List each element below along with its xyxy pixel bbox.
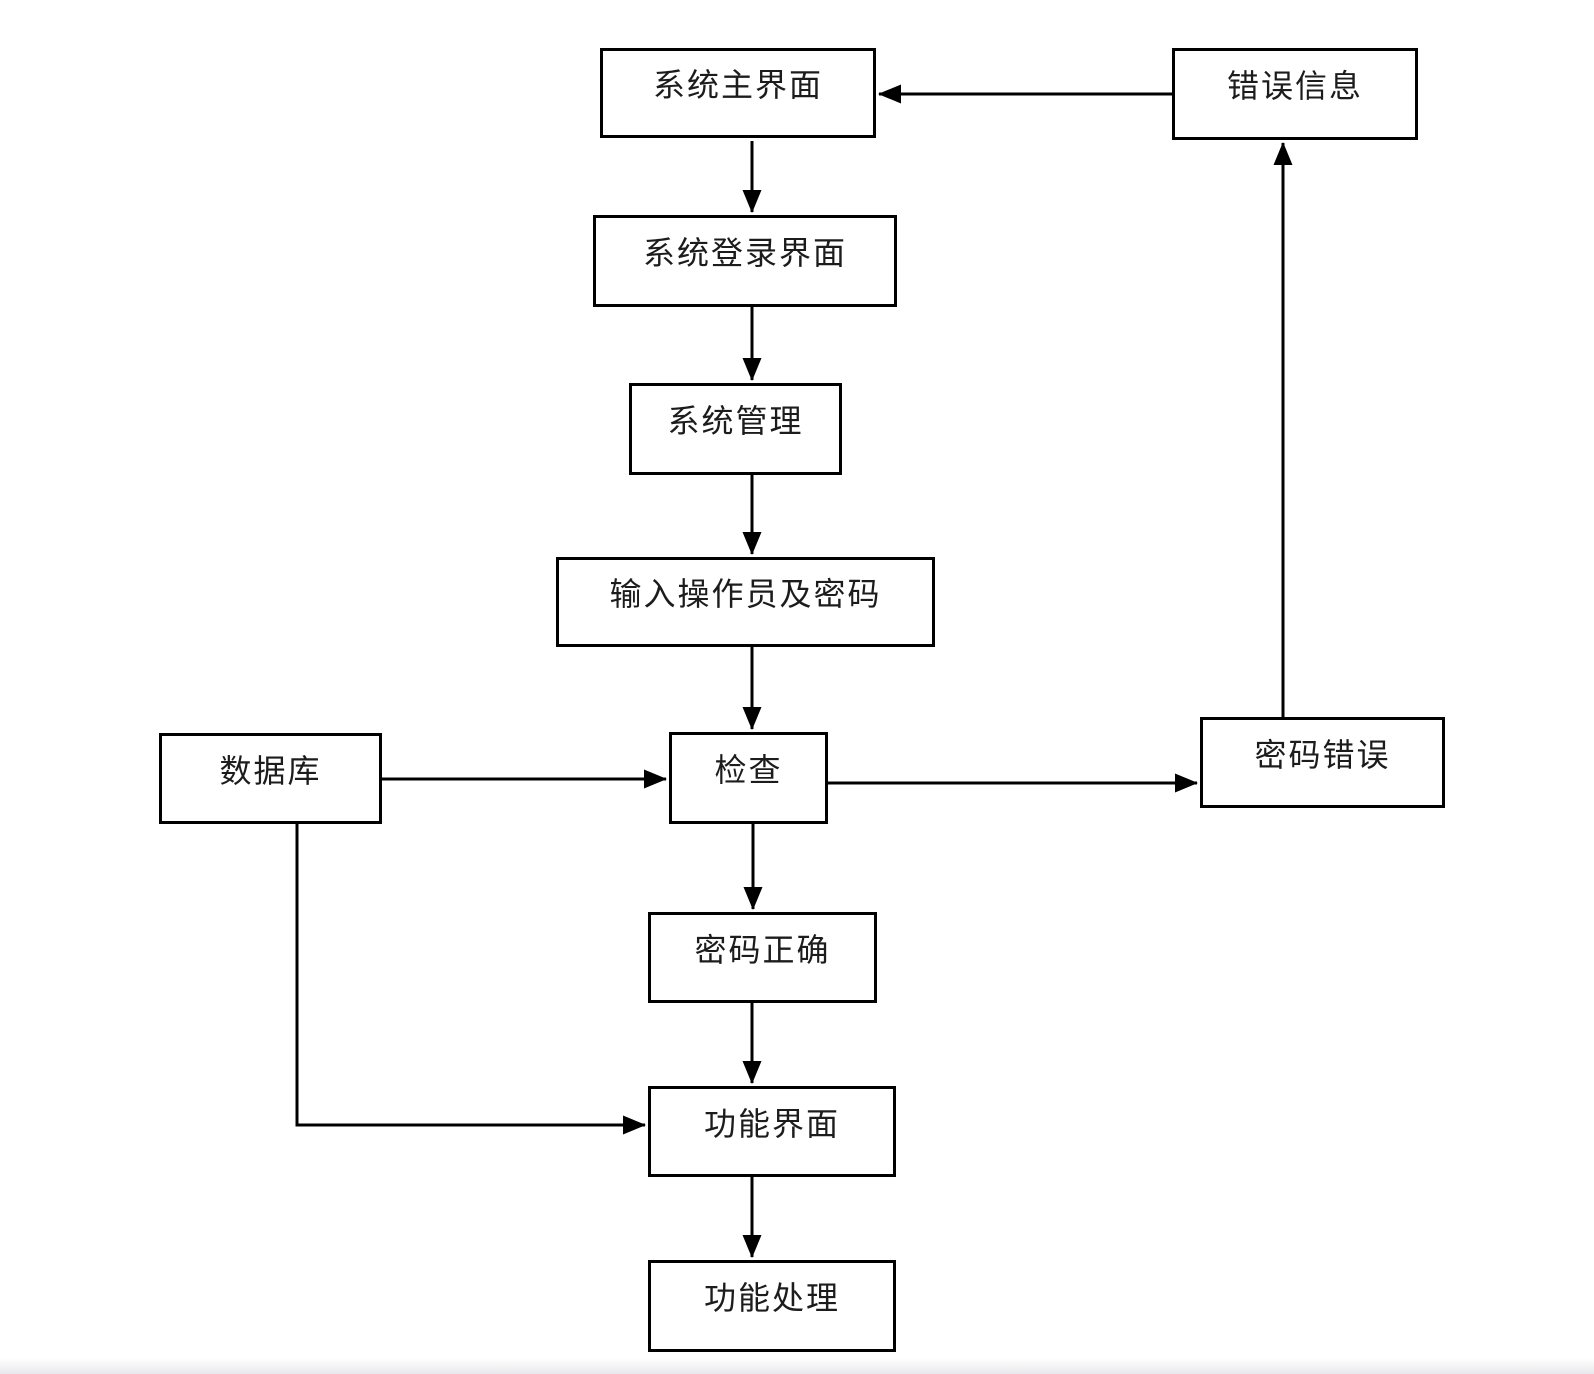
node-label-pwd-correct: 密码正确	[694, 931, 831, 968]
node-sys-mgmt: 系统管理	[629, 383, 842, 475]
node-label-check: 检查	[714, 752, 783, 788]
node-label-error-info: 错误信息	[1226, 68, 1363, 104]
node-check: 检查	[669, 732, 828, 824]
page-bottom-edge-shade	[0, 1358, 1594, 1374]
node-label-sys-mgmt: 系统管理	[667, 403, 804, 439]
node-database: 数据库	[159, 733, 382, 824]
node-pwd-wrong: 密码错误	[1200, 717, 1445, 808]
node-func-ui: 功能界面	[648, 1086, 896, 1177]
node-error-info: 错误信息	[1172, 48, 1418, 140]
node-label-database: 数据库	[219, 752, 322, 789]
node-label-func-ui: 功能界面	[703, 1105, 840, 1142]
node-pwd-correct: 密码正确	[648, 912, 877, 1003]
node-main-ui: 系统主界面	[600, 48, 876, 138]
node-func-process: 功能处理	[648, 1260, 896, 1352]
node-label-pwd-wrong: 密码错误	[1254, 736, 1391, 773]
node-label-func-process: 功能处理	[703, 1280, 840, 1316]
node-input-op-pwd: 输入操作员及密码	[556, 557, 935, 647]
node-label-main-ui: 系统主界面	[652, 67, 823, 103]
edge-database-to-func	[295, 824, 646, 1135]
node-login-ui: 系统登录界面	[593, 215, 897, 307]
node-label-login-ui: 系统登录界面	[642, 235, 847, 271]
node-label-input-op-pwd: 输入操作员及密码	[609, 576, 882, 612]
